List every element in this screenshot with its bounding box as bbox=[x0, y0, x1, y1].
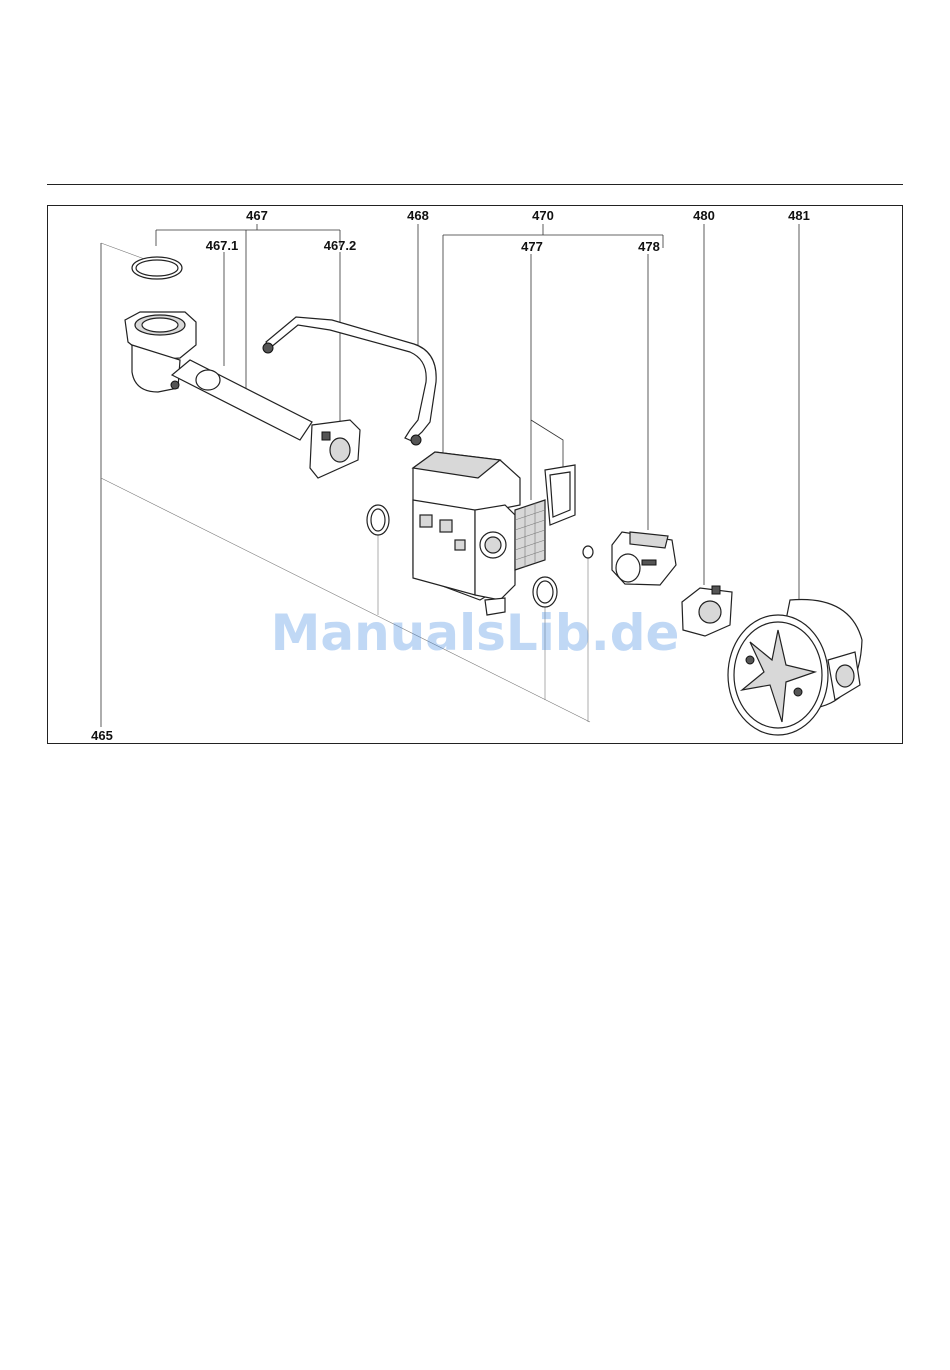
label-480: 480 bbox=[693, 208, 715, 223]
o-ring-part bbox=[132, 257, 182, 279]
label-477: 477 bbox=[521, 239, 543, 254]
burner-housing-part bbox=[728, 600, 862, 736]
actuator-part bbox=[612, 532, 676, 585]
label-467-2: 467.2 bbox=[324, 238, 357, 253]
label-467: 467 bbox=[246, 208, 268, 223]
label-470: 470 bbox=[532, 208, 554, 223]
filter-mesh-part bbox=[515, 465, 575, 570]
label-467-1: 467.1 bbox=[206, 238, 239, 253]
gas-pipe-assembly bbox=[125, 312, 360, 478]
watermark: ManualsLib.de bbox=[271, 604, 680, 662]
gas-valve-block bbox=[413, 452, 520, 615]
small-seal-ring bbox=[583, 546, 593, 558]
label-468: 468 bbox=[407, 208, 429, 223]
label-465: 465 bbox=[91, 728, 113, 743]
label-478: 478 bbox=[638, 239, 660, 254]
seal-ring-2 bbox=[533, 577, 557, 607]
adapter-flange-part bbox=[682, 586, 732, 636]
seal-ring-1 bbox=[367, 505, 389, 535]
label-481: 481 bbox=[788, 208, 810, 223]
